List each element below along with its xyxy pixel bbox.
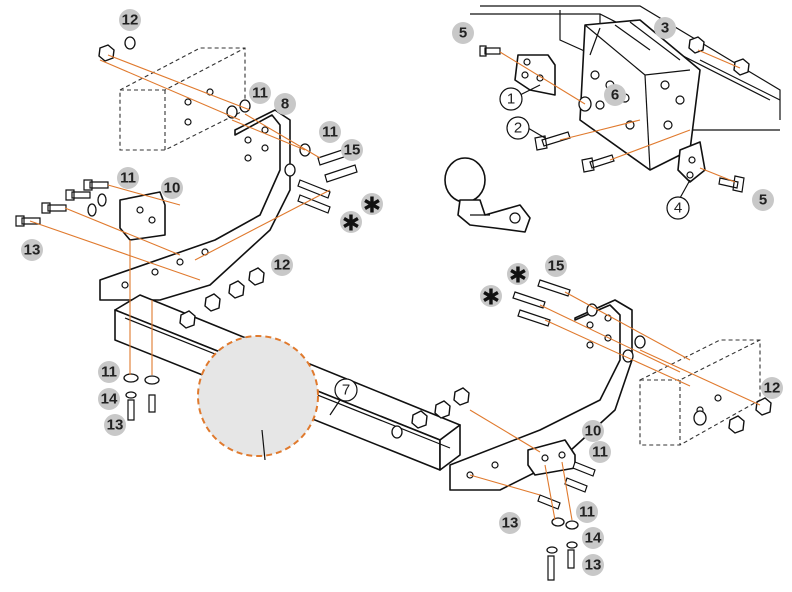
part-label-13: 13 <box>21 239 43 261</box>
svg-text:5: 5 <box>759 192 767 209</box>
part-label-6: 6 <box>604 84 626 106</box>
part-label-4: 4 <box>666 179 691 220</box>
svg-text:15: 15 <box>548 258 565 275</box>
nut-3b <box>733 58 750 76</box>
part-label-15: 15 <box>341 139 363 161</box>
assembly-leader-lines <box>29 54 761 521</box>
svg-text:6: 6 <box>611 87 619 104</box>
left-frame-rail <box>119 47 246 151</box>
svg-text:11: 11 <box>101 364 117 381</box>
part-label-11: 11 <box>249 82 271 104</box>
svg-text:10: 10 <box>585 423 602 440</box>
svg-text:4: 4 <box>674 200 682 217</box>
bolt-5-bottom <box>718 175 745 193</box>
svg-text:✱: ✱ <box>509 264 527 289</box>
part-label-7: 7 <box>329 378 358 416</box>
part-label-13: 13 <box>582 554 604 576</box>
svg-text:10: 10 <box>164 180 181 197</box>
fasteners-right <box>391 279 772 581</box>
part-label-12: 12 <box>271 254 293 276</box>
svg-text:13: 13 <box>24 242 41 259</box>
part-label-12: 12 <box>761 377 783 399</box>
part-label-11: 11 <box>98 361 120 383</box>
part-label-11: 11 <box>589 441 611 463</box>
part-label-3: 3 <box>654 17 676 39</box>
part-label-11: 11 <box>576 501 598 523</box>
part-label-11: 11 <box>117 167 139 189</box>
part-label-14: 14 <box>582 527 604 549</box>
bracket-10-left <box>119 191 166 241</box>
svg-text:11: 11 <box>120 170 136 187</box>
svg-text:12: 12 <box>122 12 139 29</box>
part-label-15: 15 <box>545 255 567 277</box>
bolt-5-top <box>479 45 501 57</box>
svg-text:2: 2 <box>514 120 522 137</box>
nut-3a <box>688 36 705 54</box>
svg-text:8: 8 <box>281 96 289 113</box>
part-label-5: 5 <box>752 189 774 211</box>
part-label-13: 13 <box>499 512 521 534</box>
tow-ball <box>444 157 531 233</box>
mounting-bracket-1 <box>514 54 556 96</box>
svg-text:13: 13 <box>502 515 519 532</box>
svg-text:14: 14 <box>585 530 602 547</box>
svg-text:11: 11 <box>252 85 268 102</box>
svg-text:3: 3 <box>661 20 669 37</box>
part-label-5: 5 <box>452 22 474 44</box>
part-label-8: 8 <box>274 93 296 115</box>
part-label-10: 10 <box>161 177 183 199</box>
part-label-12: 12 <box>119 9 141 31</box>
svg-text:11: 11 <box>322 124 338 141</box>
svg-text:✱: ✱ <box>363 194 381 219</box>
svg-text:13: 13 <box>585 557 602 574</box>
part-label-1: 1 <box>499 84 541 111</box>
svg-text:✱: ✱ <box>342 212 360 237</box>
svg-text:11: 11 <box>579 504 595 521</box>
svg-text:1: 1 <box>507 91 515 108</box>
svg-text:✱: ✱ <box>482 286 500 311</box>
svg-text:11: 11 <box>592 444 608 461</box>
svg-text:13: 13 <box>107 417 124 434</box>
svg-text:12: 12 <box>274 257 291 274</box>
part-label-10: 10 <box>582 420 604 442</box>
mounting-bracket-4 <box>677 141 706 183</box>
part-label-2: 2 <box>506 116 546 140</box>
detail-highlight-circle <box>197 335 319 461</box>
part-label-13: 13 <box>104 414 126 436</box>
svg-text:14: 14 <box>101 391 118 408</box>
bolt-2b <box>581 154 615 173</box>
svg-text:5: 5 <box>459 25 467 42</box>
vehicle-frame-detail <box>470 5 781 193</box>
part-label-14: 14 <box>98 388 120 410</box>
svg-text:7: 7 <box>342 382 350 399</box>
svg-text:15: 15 <box>344 142 361 159</box>
part-label-11: 11 <box>319 121 341 143</box>
svg-text:12: 12 <box>764 380 781 397</box>
asterisk-icon: ✱ ✱ ✱ ✱ <box>340 193 529 311</box>
